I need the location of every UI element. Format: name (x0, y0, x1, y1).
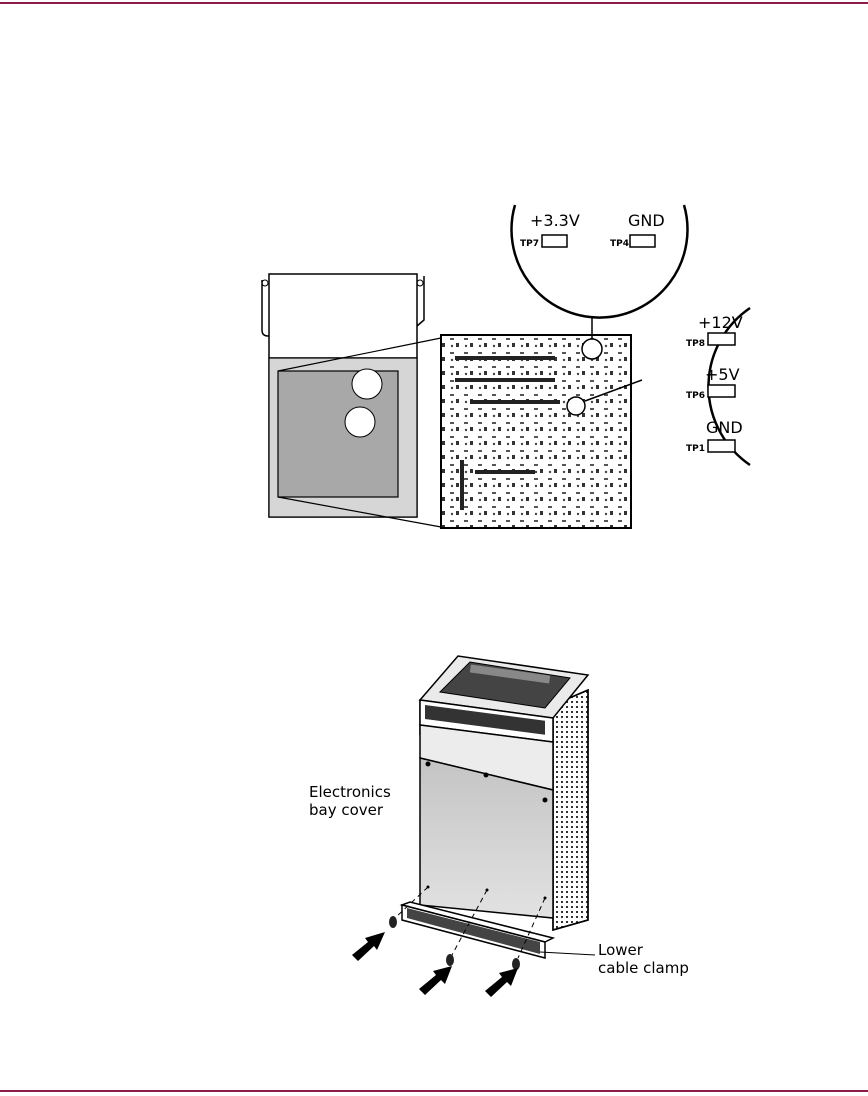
voltage-label: +3.3V (530, 211, 580, 230)
lower-cable-clamp-label: Lower (598, 941, 644, 959)
lower-cable-clamp (399, 901, 556, 959)
voltage-label: +5V (705, 365, 740, 384)
lower-cable-clamp-leader (539, 951, 596, 956)
projection-lines (277, 337, 442, 528)
voltage-label: +12V (698, 313, 743, 332)
screw (512, 958, 520, 970)
electronics-bay-cover (419, 757, 554, 919)
test-point-pad (541, 234, 568, 248)
test-point-label: TP8 (686, 339, 705, 349)
figure-cover-removal: Electronics bay cover Lower cable clamp (309, 655, 689, 997)
test-point-pad (707, 332, 736, 346)
figure-test-points: +3.3V TP7 GND TP4 +12V TP8 +5V TP6 GND T… (261, 204, 751, 529)
footer-rule (0, 1090, 868, 1092)
header-rule (0, 2, 868, 4)
callout-top: +3.3V TP7 GND TP4 (510, 204, 689, 319)
test-point-label: TP1 (686, 444, 705, 454)
side-vent-panel (552, 688, 589, 931)
test-point-label: TP7 (520, 239, 539, 249)
callout-right: +12V TP8 +5V TP6 GND TP1 (686, 306, 751, 467)
circuit-board (440, 334, 632, 529)
test-point-label: TP6 (686, 391, 705, 401)
enclosure-outline (261, 273, 425, 518)
test-point-pad (707, 439, 736, 453)
electronics-bay-cover-label: bay cover (309, 801, 384, 819)
electronics-bay-cover-label: Electronics (309, 783, 391, 801)
voltage-label: GND (628, 211, 665, 230)
arrow-icon (485, 968, 518, 997)
top-connector-block (418, 655, 590, 735)
voltage-label: GND (706, 418, 743, 437)
insertion-arrows (352, 932, 518, 997)
arrow-icon (352, 932, 385, 961)
callout-connectors (584, 318, 643, 402)
test-point-label: TP4 (610, 239, 629, 249)
screws (389, 916, 520, 970)
arrow-icon (419, 966, 452, 995)
lower-cable-clamp-label: cable clamp (598, 959, 689, 977)
test-point-pad (629, 234, 656, 248)
screw (446, 954, 454, 966)
screw-alignment-lines (394, 886, 546, 959)
screw (389, 916, 397, 928)
test-point-pad (707, 384, 736, 398)
